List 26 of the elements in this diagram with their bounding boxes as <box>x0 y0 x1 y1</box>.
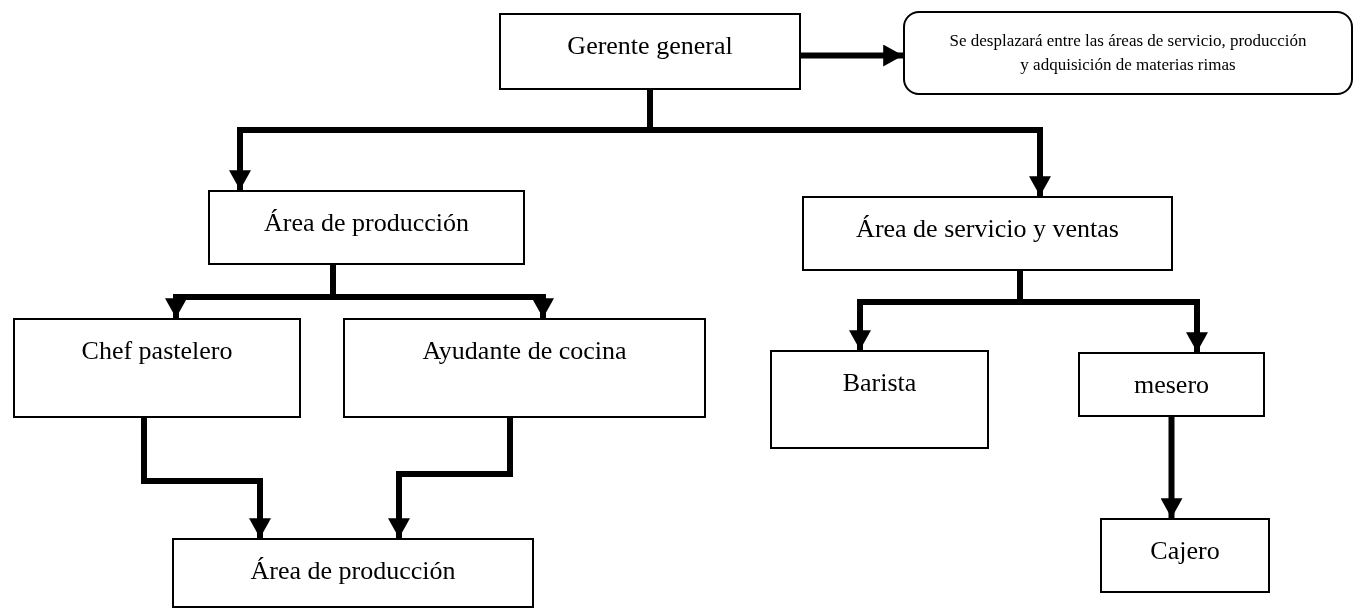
connector-arrow <box>1017 271 1208 352</box>
role-title: Gerente general <box>567 31 733 61</box>
connector-arrow <box>801 44 903 67</box>
role-title: Área de producción <box>250 556 456 586</box>
role-box <box>343 318 706 418</box>
role-box <box>13 318 301 418</box>
connector-arrow <box>141 418 271 538</box>
role-title: Ayudante de cocina <box>422 336 627 366</box>
connector-arrow <box>1160 417 1183 518</box>
role-title: Cajero <box>1150 536 1220 566</box>
connector-arrow <box>330 265 554 318</box>
role-box <box>208 190 525 265</box>
note-text: Se desplazará entre las áreas de servicio, producción y adquisición de materias rimas <box>948 30 1308 76</box>
connector-arrow <box>388 418 513 538</box>
role-box <box>1100 518 1270 593</box>
role-title: Barista <box>842 368 917 398</box>
role-title: Área de producción <box>264 208 469 238</box>
role-title: Chef pastelero <box>81 336 233 366</box>
role-title: mesero <box>1133 370 1210 400</box>
note-box <box>903 11 1353 95</box>
role-box <box>802 196 1173 271</box>
role-box <box>1078 352 1265 417</box>
role-box <box>172 538 534 608</box>
role-box <box>499 13 801 90</box>
role-title: Área de servicio y ventas <box>856 214 1119 244</box>
role-box <box>770 350 989 449</box>
